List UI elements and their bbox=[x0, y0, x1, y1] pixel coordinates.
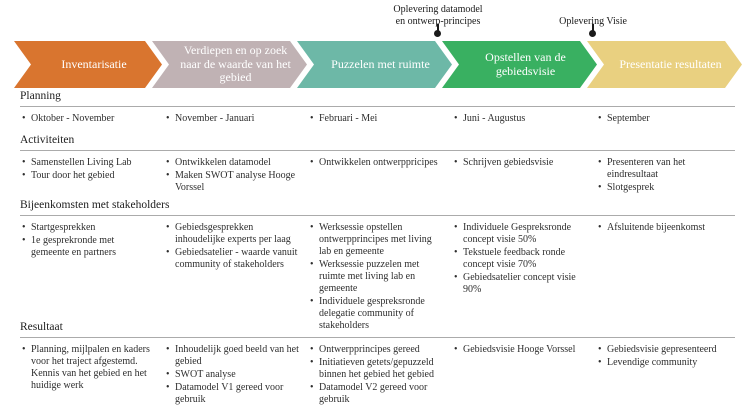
column-opstellen: Schrijven gebiedsvisie bbox=[452, 157, 595, 195]
section-divider bbox=[20, 337, 735, 338]
milestone-annotation-label: Oplevering Visie bbox=[559, 16, 627, 27]
section-columns: Startgesprekken 1e gesprekronde met geme… bbox=[20, 222, 736, 333]
list-item: Werksessie puzzelen met ruimte met livin… bbox=[310, 259, 443, 295]
column-inventarisatie: Planning, mijlpalen en kaders voor het t… bbox=[20, 344, 163, 406]
list-item: Ontwikkelen ontwerppricipes bbox=[310, 157, 443, 169]
section-planning: Planning Oktober - November November - J… bbox=[20, 90, 736, 126]
phase-puzzelen-met-ruimte: Puzzelen met ruimte bbox=[297, 41, 452, 88]
phase-label: Presentatie resultaten bbox=[619, 56, 722, 71]
list-item: SWOT analyse bbox=[166, 369, 299, 381]
phase-label: Verdiepen en op zoek naar de waarde van … bbox=[180, 43, 291, 85]
section-bijeenkomsten: Bijeenkomsten met stakeholders Startgesp… bbox=[20, 199, 736, 333]
section-resultaat: Resultaat Planning, mijlpalen en kaders … bbox=[20, 321, 736, 406]
column-presentatie: Gebiedsvisie gepresenteerd Levendige com… bbox=[596, 344, 739, 406]
column-inventarisatie: Oktober - November bbox=[20, 113, 163, 126]
list-item: Schrijven gebiedsvisie bbox=[454, 157, 587, 169]
list-item: Ontwikkelen datamodel bbox=[166, 157, 299, 169]
section-columns: Oktober - November November - Januari Fe… bbox=[20, 113, 736, 126]
list-item: Tekstuele feedback ronde concept visie 7… bbox=[454, 247, 587, 271]
column-presentatie: Afsluitende bijeenkomst bbox=[596, 222, 739, 333]
phase-opstellen-gebiedsvisie: Opstellen van de gebiedsvisie bbox=[442, 41, 597, 88]
phase-label: Inventarisatie bbox=[61, 56, 127, 71]
column-verdiepen: Gebiedsgesprekken inhoudelijke experts p… bbox=[164, 222, 307, 333]
list-item: September bbox=[598, 113, 731, 125]
phase-verdiepen: Verdiepen en op zoek naar de waarde van … bbox=[152, 41, 307, 88]
list-item: Datamodel V1 gereed voor gebruik bbox=[166, 382, 299, 406]
column-verdiepen: November - Januari bbox=[164, 113, 307, 126]
list-item: Gebiedsvisie Hooge Vorssel bbox=[454, 344, 587, 356]
list-item: Initiatieven getets/gepuzzeld binnen het… bbox=[310, 357, 443, 381]
column-puzzelen: Werksessie opstellen ontwerpprincipes me… bbox=[308, 222, 451, 333]
milestone-stem bbox=[592, 24, 594, 31]
list-item: Slotgesprek bbox=[598, 182, 731, 194]
phase-label: Puzzelen met ruimte bbox=[331, 56, 430, 71]
list-item: Oktober - November bbox=[22, 113, 155, 125]
list-item: Datamodel V2 gereed voor gebruik bbox=[310, 382, 443, 406]
milestone-annotation-datamodel: Oplevering datamodel en ontwerp-principe… bbox=[358, 4, 518, 28]
milestone-annotation-visie: Oplevering Visie bbox=[523, 16, 663, 28]
phase-label: Opstellen van de gebiedsvisie bbox=[485, 50, 566, 78]
section-title: Activiteiten bbox=[20, 134, 75, 146]
column-opstellen: Gebiedsvisie Hooge Vorssel bbox=[452, 344, 595, 406]
list-item: Inhoudelijk goed beeld van het gebied bbox=[166, 344, 299, 368]
column-verdiepen: Ontwikkelen datamodel Maken SWOT analyse… bbox=[164, 157, 307, 195]
list-item: Februari - Mei bbox=[310, 113, 443, 125]
phase-inventarisatie: Inventarisatie bbox=[14, 41, 162, 88]
section-divider bbox=[20, 215, 735, 216]
section-divider bbox=[20, 150, 735, 151]
column-opstellen: Individuele Gespreksronde concept visie … bbox=[452, 222, 595, 333]
list-item: Werksessie opstellen ontwerpprincipes me… bbox=[310, 222, 443, 258]
list-item: Maken SWOT analyse Hooge Vorssel bbox=[166, 170, 299, 194]
section-title: Resultaat bbox=[20, 321, 63, 333]
list-item: Presenteren van het eindresultaat bbox=[598, 157, 731, 181]
column-presentatie: September bbox=[596, 113, 739, 126]
column-puzzelen: Ontwerpprincipes gereed Initiatieven get… bbox=[308, 344, 451, 406]
milestone-stem bbox=[437, 24, 439, 31]
milestone-dot-icon bbox=[589, 30, 596, 37]
list-item: Individuele Gespreksronde concept visie … bbox=[454, 222, 587, 246]
column-opstellen: Juni - Augustus bbox=[452, 113, 595, 126]
section-columns: Samenstellen Living Lab Tour door het ge… bbox=[20, 157, 736, 195]
section-activiteiten: Activiteiten Samenstellen Living Lab Tou… bbox=[20, 134, 736, 195]
column-presentatie: Presenteren van het eindresultaat Slotge… bbox=[596, 157, 739, 195]
list-item: Gebiedsatelier - waarde vanuit community… bbox=[166, 247, 299, 271]
column-puzzelen: Ontwikkelen ontwerppricipes bbox=[308, 157, 451, 195]
list-item: Ontwerpprincipes gereed bbox=[310, 344, 443, 356]
list-item: Gebiedsgesprekken inhoudelijke experts p… bbox=[166, 222, 299, 246]
column-inventarisatie: Samenstellen Living Lab Tour door het ge… bbox=[20, 157, 163, 195]
list-item: November - Januari bbox=[166, 113, 299, 125]
section-divider bbox=[20, 106, 735, 107]
milestone-annotation-label: Oplevering datamodel en ontwerp-principe… bbox=[393, 4, 483, 27]
column-puzzelen: Februari - Mei bbox=[308, 113, 451, 126]
list-item: Juni - Augustus bbox=[454, 113, 587, 125]
list-item: Individuele gespreksronde delegatie comm… bbox=[310, 296, 443, 332]
milestone-dot-icon bbox=[434, 30, 441, 37]
list-item: Tour door het gebied bbox=[22, 170, 155, 182]
milestone-markers bbox=[0, 0, 756, 45]
section-columns: Planning, mijlpalen en kaders voor het t… bbox=[20, 344, 736, 406]
section-title: Planning bbox=[20, 90, 61, 102]
list-item: Samenstellen Living Lab bbox=[22, 157, 155, 169]
column-inventarisatie: Startgesprekken 1e gesprekronde met geme… bbox=[20, 222, 163, 333]
phase-presentatie-resultaten: Presentatie resultaten bbox=[587, 41, 742, 88]
section-title: Bijeenkomsten met stakeholders bbox=[20, 199, 170, 211]
column-verdiepen: Inhoudelijk goed beeld van het gebied SW… bbox=[164, 344, 307, 406]
list-item: Gebiedsatelier concept visie 90% bbox=[454, 272, 587, 296]
list-item: Gebiedsvisie gepresenteerd bbox=[598, 344, 731, 356]
list-item: 1e gesprekronde met gemeente en partners bbox=[22, 235, 155, 259]
list-item: Levendige community bbox=[598, 357, 731, 369]
list-item: Startgesprekken bbox=[22, 222, 155, 234]
list-item: Afsluitende bijeenkomst bbox=[598, 222, 731, 234]
list-item: Planning, mijlpalen en kaders voor het t… bbox=[22, 344, 155, 392]
